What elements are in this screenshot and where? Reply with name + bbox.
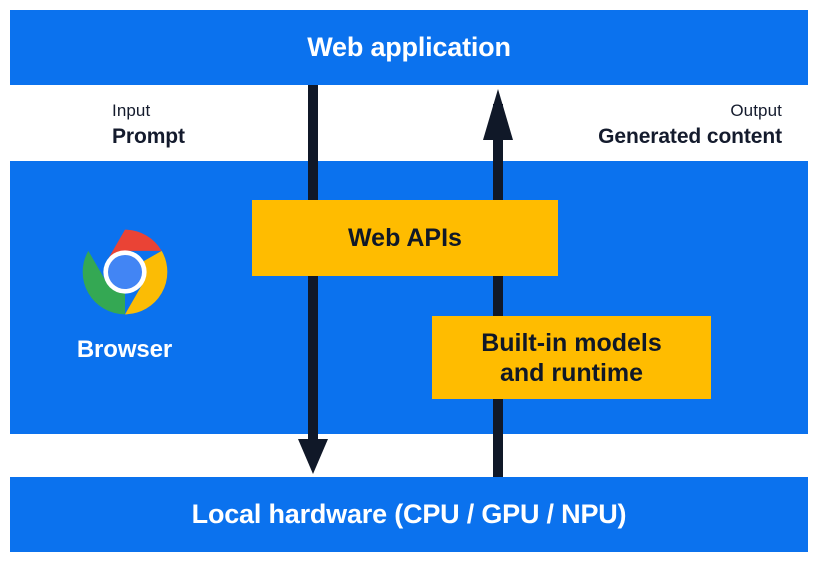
chrome-logo-icon: [82, 229, 167, 315]
flow-output-value: Generated content: [598, 124, 782, 148]
flow-label-output: Output Generated content: [598, 101, 782, 149]
panel-local-hardware-label: Local hardware (CPU / GPU / NPU): [191, 499, 627, 529]
box-web-apis[interactable]: Web APIs: [252, 200, 558, 276]
flow-input-caption: Input: [112, 101, 151, 120]
panel-web-application-label: Web application: [307, 32, 511, 62]
flow-input-value: Prompt: [112, 124, 185, 148]
box-builtin-models[interactable]: Built-in models and runtime: [432, 316, 711, 399]
box-builtin-models-label: Built-in models and runtime: [481, 328, 662, 387]
box-web-apis-label: Web APIs: [348, 224, 462, 252]
panel-local-hardware: Local hardware (CPU / GPU / NPU): [10, 477, 808, 552]
browser-label: Browser: [76, 336, 173, 363]
panel-web-application: Web application: [10, 10, 808, 85]
flow-output-caption: Output: [730, 101, 782, 120]
flow-label-input: Input Prompt: [112, 101, 185, 149]
browser-identity: Browser: [52, 226, 197, 364]
